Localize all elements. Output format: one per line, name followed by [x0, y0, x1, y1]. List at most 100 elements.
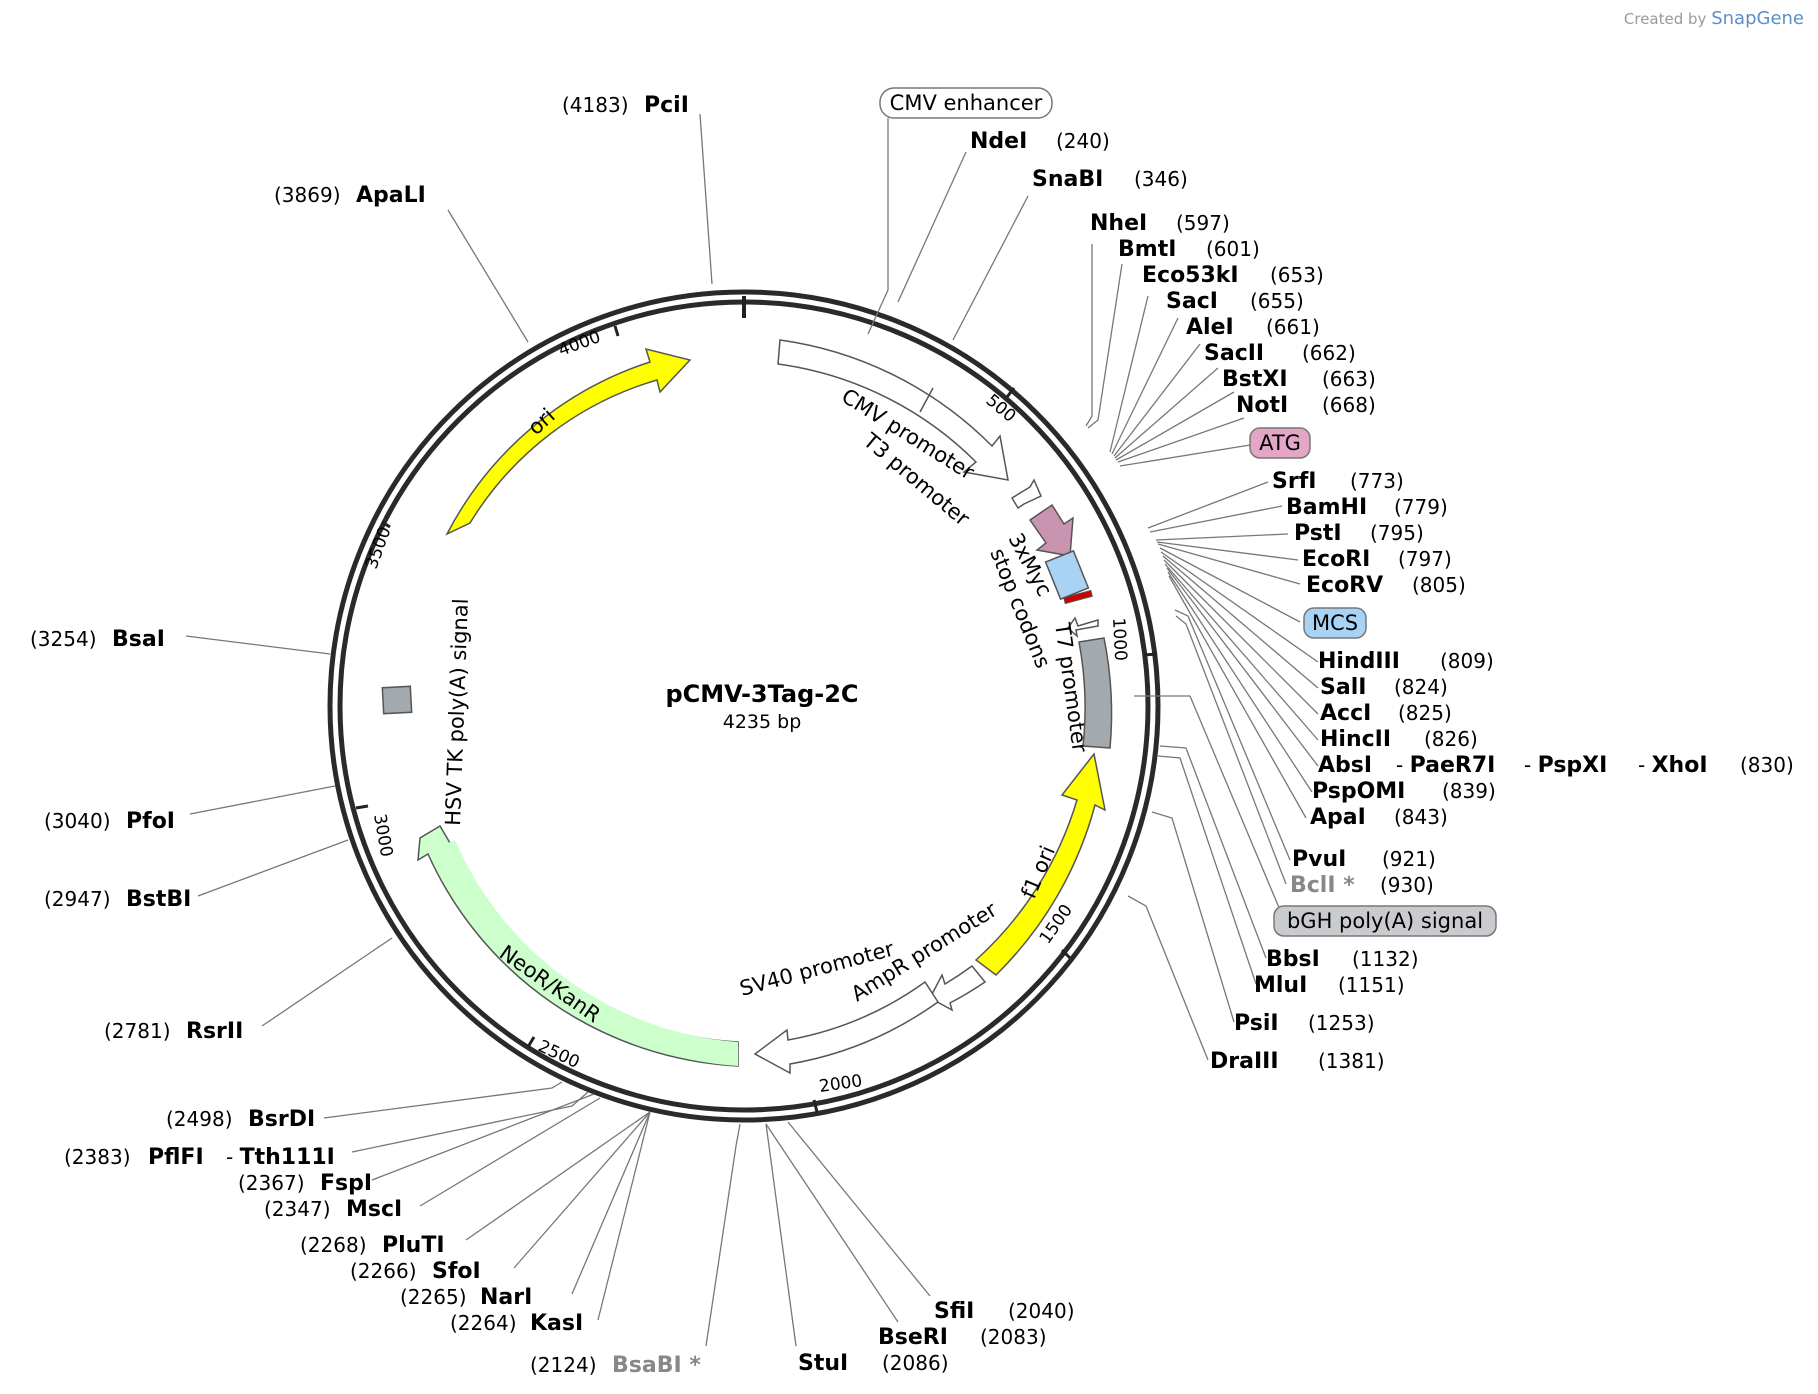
- site-bsabi[interactable]: (2124)BsaBI *: [530, 1353, 701, 1378]
- site-acci[interactable]: AccI(825): [1320, 701, 1452, 726]
- site-pspomi[interactable]: PspOMI(839): [1312, 779, 1496, 804]
- site-bstbi[interactable]: (2947)BstBI: [44, 887, 191, 912]
- cmv-enhancer-box[interactable]: CMV enhancer: [879, 87, 1053, 119]
- leader-pfoi: [189, 785, 336, 815]
- snapgene-logo: SnapGene: [1711, 8, 1804, 29]
- site-ndei[interactable]: NdeI(240): [970, 129, 1110, 154]
- site-hindiii[interactable]: HindIII(809): [1318, 649, 1494, 674]
- leader-lines: [185, 113, 1319, 1347]
- site-hincii[interactable]: HincII(826): [1320, 727, 1478, 752]
- plasmid-name: pCMV-3Tag-2C: [665, 680, 858, 708]
- sv40-promoter-arrow[interactable]: [753, 980, 940, 1075]
- site-stui[interactable]: StuI(2086): [798, 1351, 949, 1376]
- site-mlui[interactable]: MluI(1151): [1254, 973, 1405, 998]
- site-kasi[interactable]: (2264)KasI: [450, 1311, 583, 1336]
- leader-eco53ki: [1109, 295, 1149, 453]
- leader-sali: [1162, 555, 1319, 689]
- t3-promoter-arrow[interactable]: [1010, 478, 1042, 510]
- site-rsrii[interactable]: (2781)RsrII: [104, 1019, 243, 1044]
- site-bsai[interactable]: (3254)BsaI: [30, 627, 165, 652]
- leader-ecori: [1156, 541, 1299, 561]
- leader-bmti: [1087, 263, 1123, 429]
- leader-pspomi: [1167, 571, 1313, 793]
- stop-codons-box[interactable]: [1063, 589, 1093, 605]
- leader-seri: [765, 1123, 899, 1323]
- leader-apai: [1168, 575, 1307, 819]
- site-alei[interactable]: AleI(661): [1186, 315, 1320, 340]
- mcs-label: MCS: [1312, 611, 1358, 635]
- hsv-tk-polya-box[interactable]: [381, 685, 413, 715]
- site-bamhi[interactable]: BamHI(779): [1286, 495, 1448, 520]
- site-nhei[interactable]: NheI(597): [1090, 211, 1230, 236]
- site-apali[interactable]: (3869)ApaLI: [274, 183, 426, 208]
- site-psii[interactable]: PsiI(1253): [1234, 1011, 1375, 1036]
- site-sali[interactable]: SalI(824): [1320, 675, 1448, 700]
- tick-2500: [526, 1036, 536, 1048]
- mcs-box[interactable]: MCS: [1303, 607, 1367, 639]
- leader-sacii: [1114, 367, 1219, 459]
- cmv-enhancer-divider: [919, 387, 934, 413]
- tick-label-3000: 3000: [369, 812, 396, 858]
- leader-acci: [1163, 559, 1319, 715]
- plasmid-size: 4235 bp: [723, 711, 802, 733]
- site-bcli[interactable]: BclI *(930): [1290, 873, 1434, 898]
- site-draiii[interactable]: DraIII(1381): [1210, 1049, 1385, 1074]
- site-absi-group[interactable]: AbsI - PaeR7I - PspXI - XhoI (830): [1318, 753, 1794, 778]
- leader-psii: [1151, 811, 1235, 1023]
- site-pluti[interactable]: (2268)PluTI: [300, 1233, 445, 1258]
- cmv-promoter-arrow[interactable]: [777, 339, 1009, 481]
- leader-bamhi: [1149, 505, 1283, 533]
- tick-label-500: 500: [982, 391, 1020, 427]
- site-sacii[interactable]: SacII(662): [1204, 341, 1356, 366]
- t7-promoter-arrow[interactable]: [1067, 616, 1099, 638]
- leader-hindiii: [1160, 551, 1319, 663]
- leader-bsai: [185, 635, 331, 655]
- f1-ori-arrow[interactable]: [974, 752, 1107, 976]
- ori-arrow[interactable]: [445, 347, 692, 536]
- leader-fspi: [371, 1093, 595, 1181]
- site-pflfi-group[interactable]: (2383) PflFI - Tth111I: [64, 1145, 335, 1170]
- site-snabi[interactable]: SnaBI(346): [1032, 167, 1188, 192]
- site-psti[interactable]: PstI(795): [1294, 521, 1424, 546]
- tick-1500: [1060, 948, 1072, 960]
- leader-pflfi: [351, 1091, 589, 1153]
- bgh-polya-box[interactable]: [1078, 637, 1113, 749]
- site-sfoi[interactable]: (2266)SfoI: [350, 1259, 481, 1284]
- 3xmyc-tag-box[interactable]: [1044, 549, 1090, 601]
- atg-arrow[interactable]: [1028, 503, 1074, 557]
- site-bbsi[interactable]: BbsI(1132): [1266, 947, 1419, 972]
- site-nari[interactable]: (2265)NarI: [400, 1285, 532, 1310]
- site-pfoi[interactable]: (3040)PfoI: [44, 809, 175, 834]
- ampr-promoter-arrow[interactable]: [928, 964, 987, 1012]
- site-apai[interactable]: ApaI(843): [1310, 805, 1448, 830]
- site-bstxi[interactable]: BstXI(663): [1222, 367, 1376, 392]
- leader-kasi: [597, 1111, 651, 1321]
- leader-nari: [571, 1111, 651, 1295]
- leader-atg: [1119, 444, 1251, 467]
- leader-nhei: [1085, 244, 1093, 427]
- leader-bcli: [1175, 615, 1287, 885]
- site-msci[interactable]: (2347)MscI: [264, 1197, 402, 1222]
- neor-kanr-label: NeoR/KanR: [495, 940, 605, 1027]
- site-fspi[interactable]: (2367)FspI: [238, 1171, 372, 1196]
- site-srfi[interactable]: SrfI(773): [1272, 469, 1404, 494]
- site-pvui[interactable]: PvuI(921): [1292, 847, 1436, 872]
- site-bmti[interactable]: BmtI(601): [1118, 237, 1260, 262]
- leader-noti: [1117, 417, 1245, 463]
- site-ecori[interactable]: EcoRI(797): [1302, 547, 1452, 572]
- leader-ecorv: [1157, 543, 1301, 585]
- atg-box[interactable]: ATG: [1249, 427, 1311, 459]
- site-ecorv[interactable]: EcoRV(805): [1306, 573, 1466, 598]
- site-eco53ki[interactable]: Eco53kI(653): [1142, 263, 1324, 288]
- site-bsrdi[interactable]: (2498)BsrDI: [166, 1107, 315, 1132]
- leader-rsrii: [261, 937, 393, 1027]
- site-seri[interactable]: BseRI(2083): [878, 1325, 1047, 1350]
- site-saci[interactable]: SacI(655): [1166, 289, 1304, 314]
- leader-hincii: [1164, 563, 1319, 741]
- site-sfii[interactable]: SfiI(2040): [934, 1299, 1075, 1324]
- site-pcii[interactable]: (4183)PciI: [562, 93, 689, 118]
- site-noti[interactable]: NotI(668): [1236, 393, 1376, 418]
- neor-kanr-arrow[interactable]: [417, 824, 739, 1067]
- bgh-polya-label-box[interactable]: bGH poly(A) signal: [1273, 905, 1497, 937]
